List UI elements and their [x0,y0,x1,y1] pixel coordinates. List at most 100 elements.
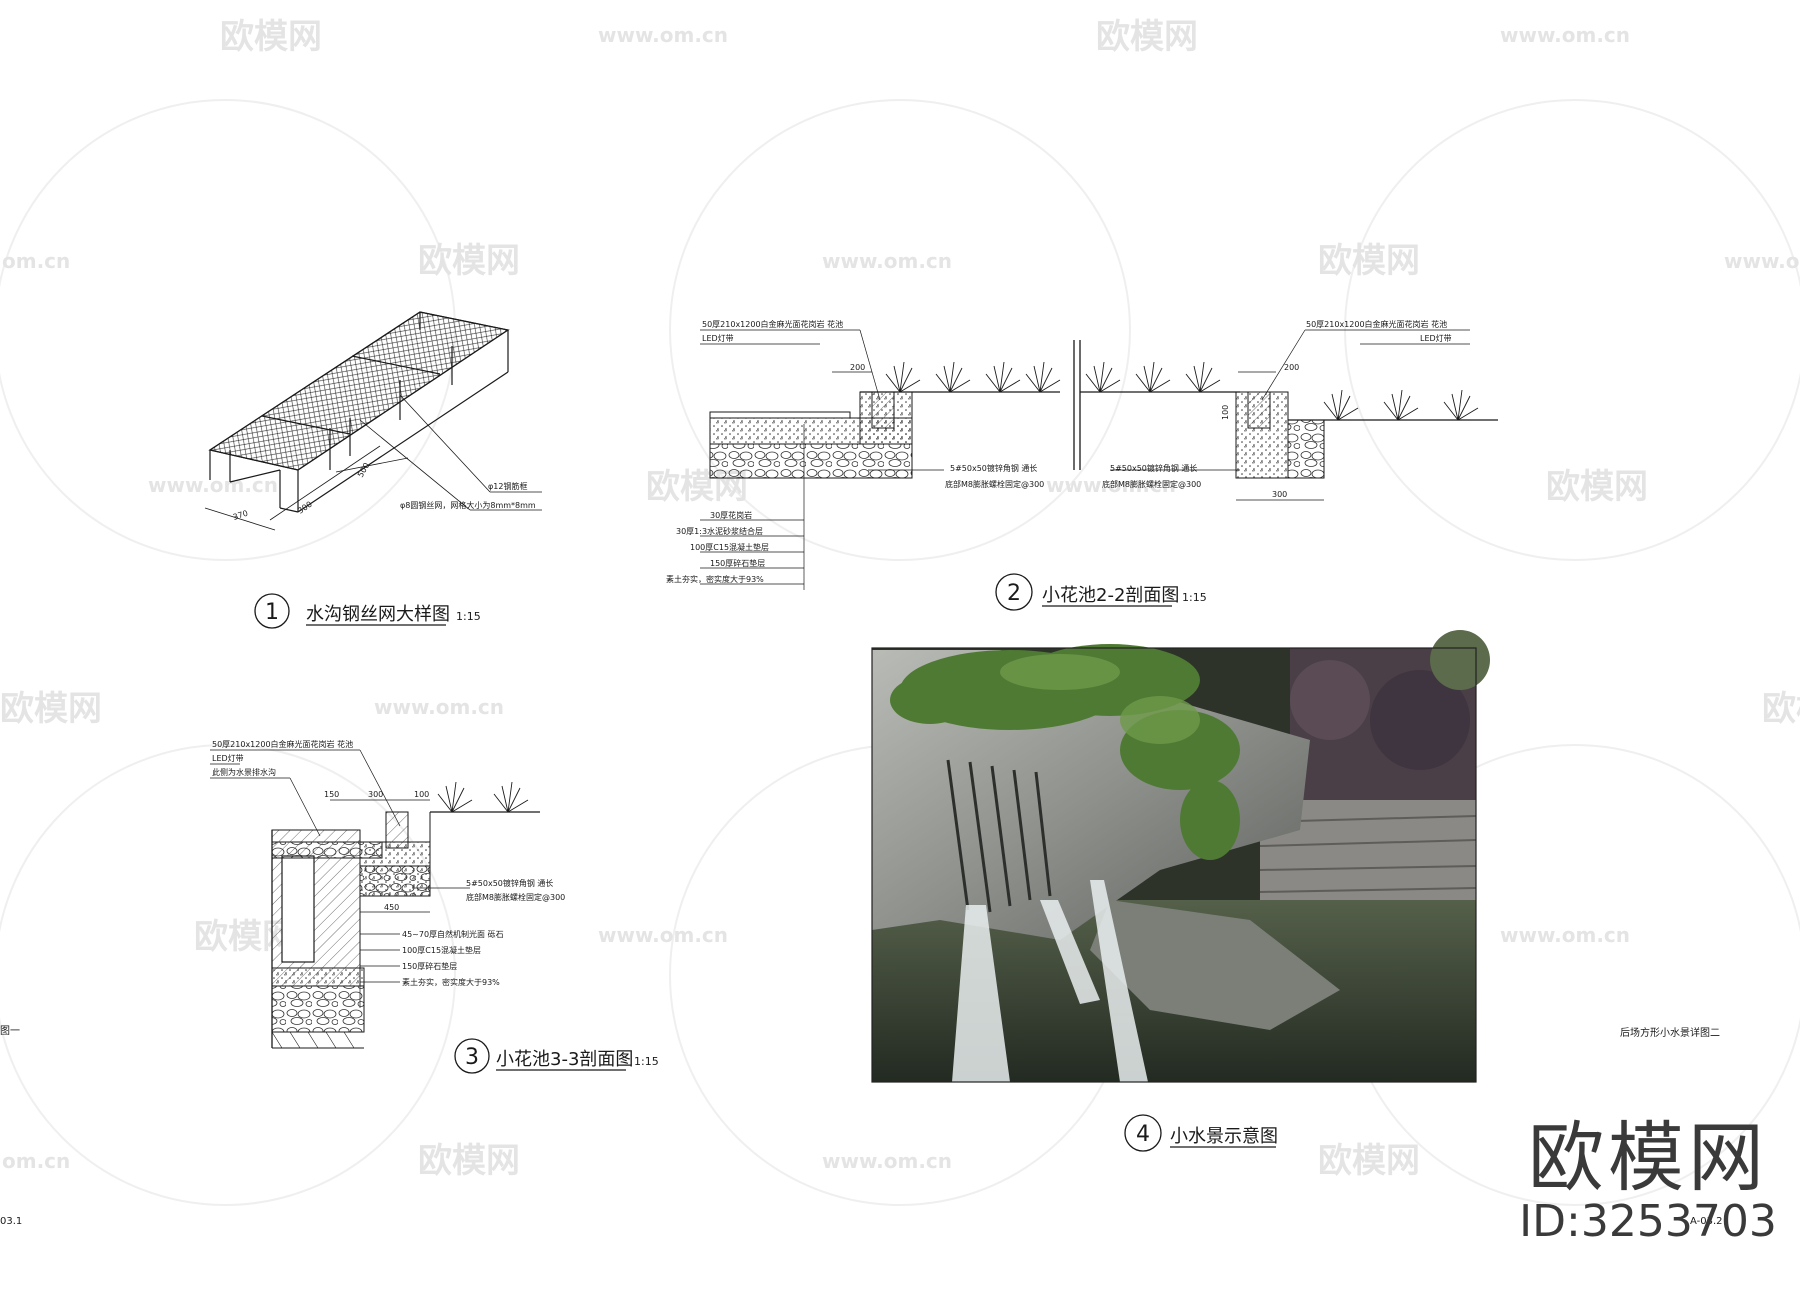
figure-number-circle [1124,1114,1162,1152]
base-gravel [271,985,365,1033]
figure-scale: 1:15 [1182,591,1207,604]
watermark-logo: 欧模网 [1546,467,1648,507]
watermark-url: www.om.cn [374,695,504,719]
layer-5: 素土夯实，密实度大于93% [666,574,764,584]
figure-number: 1 [265,600,279,625]
leader-lines [359,394,542,511]
label-angle-steel-right: 5#50x50镀锌角钢 通长 [1110,463,1197,473]
planter-coping-right [1247,391,1271,429]
dim-100: 100 [414,790,429,799]
figure-title: 小花池2-2剖面图 [1042,585,1179,606]
waterfall-streams [952,880,1148,1082]
watermark-url-partial: om.cn [2,1149,70,1173]
figure-scale: 1:15 [634,1055,659,1068]
figure-2-caption: 2 小花池2-2剖面图 1:15 [995,573,1207,611]
label-anchor-left: 底部M8膨胀螺栓固定@300 [945,479,1044,489]
steel-mesh-surface [208,311,510,471]
dim-top-right: 200 [1284,363,1299,372]
figure-3-caption: 3 小花池3-3剖面图 1:15 [454,1038,659,1074]
planter-coping [385,811,409,849]
label-led-right: LED灯带 [1420,333,1452,343]
figure-number: 4 [1136,1122,1150,1147]
figure-4-caption: 4 小水景示意图 [1124,1114,1278,1152]
label-drain-side: 此侧为水景排水沟 [212,767,276,777]
label-rebar: φ12钢筋框 [488,481,527,491]
leader-lines [700,329,1470,590]
figure-number-circle [254,593,290,629]
brand-id: ID:3253703 [1519,1196,1777,1247]
watermark-url: www.om.cn [822,249,952,273]
layer-1: 30厚花岗岩 [710,510,752,520]
watermark-url: www.om.cn [1724,249,1800,273]
watermark-logo-partial: 欧模网 [0,689,102,729]
figure-4-water-feature-photo [871,630,1490,1083]
layer-3: 150厚碎石垫层 [402,961,457,971]
watermark-url: www.om.cn [598,923,728,947]
label-led: LED灯带 [212,753,244,763]
sheet-code-left-partial: 03.1 [0,1216,22,1227]
watermark-logo: 欧模网 [418,1141,520,1181]
sheet-title-left-partial: 图一 [0,1025,20,1037]
dim-side: 100 [1221,405,1230,420]
figure-number-circle [454,1038,490,1074]
gravel-layer [709,443,913,479]
label-angle-steel-left: 5#50x50镀锌角钢 通长 [950,463,1037,473]
dim-bottom: 300 [1272,490,1287,499]
granite-paving [709,411,851,419]
watermark-url: www.om.cn [822,1149,952,1173]
dim-300: 300 [368,790,383,799]
label-angle-steel: 5#50x50镀锌角钢 通长 [466,878,553,888]
label-granite-coping: 50厚210x1200白金麻光面花岗岩 花池 [212,739,353,749]
photo-frame [871,647,1477,1083]
figure-3-planter-section [210,749,540,1049]
watermark-url-partial: om.cn [2,249,70,273]
watermark-url: www.om.cn [598,23,728,47]
planting-shrubs [437,781,529,813]
watermark-logo: 欧模网 [418,241,520,281]
layer-2: 100厚C15混凝土垫层 [402,945,481,955]
planter-coping [871,391,895,429]
watermark-url: www.om.cn [1500,923,1630,947]
watermark-logo-partial: 欧模网 [1762,689,1800,729]
figure-1-drain-mesh-detail [204,311,542,531]
sheet-code-right: A-03.2 [1690,1216,1723,1227]
layer-3: 100厚C15混凝土垫层 [690,542,769,552]
figure-title: 水沟钢丝网大样图 [306,604,450,625]
gravel-layer-right [1287,419,1325,479]
dim-300: 300 [296,500,314,516]
leader-lines [210,749,470,1008]
watermark-logo: 欧模网 [220,17,322,57]
watermark-logo: 欧模网 [1318,1141,1420,1181]
dim-top-left: 200 [850,363,865,372]
figure-number: 3 [465,1045,479,1070]
brand-logo: 欧模网 [1528,1113,1768,1202]
figure-scale: 1:15 [456,610,481,623]
figure-1-caption: 1 水沟钢丝网大样图 1:15 [254,593,481,629]
watermark-logo: 欧模网 [1318,241,1420,281]
figure-title: 小花池3-3剖面图 [496,1049,633,1070]
label-anchor-right: 底部M8膨胀螺栓固定@300 [1102,479,1201,489]
figure-number: 2 [1007,581,1021,606]
concrete-bed [271,967,365,987]
label-mesh: φ8圆钢丝网，网格大小为8mm*8mm [400,500,536,510]
label-led-left: LED灯带 [702,333,734,343]
dim-150: 150 [324,790,339,799]
watermark-logo: 欧模网 [1096,17,1198,57]
layer-1: 45~70厚自然机制光面 砾石 [402,929,504,939]
figure-title: 小水景示意图 [1170,1126,1278,1147]
watermark-url: www.om.cn [148,473,278,497]
dim-370: 370 [232,509,249,522]
watermark-url: www.om.cn [1046,473,1176,497]
watermark-url: www.om.cn [1500,23,1630,47]
label-anchor: 底部M8膨胀螺栓固定@300 [466,892,565,902]
lower-rock [1090,900,1340,1030]
drain-frame [209,312,509,513]
label-granite-coping-right: 50厚210x1200白金麻光面花岗岩 花池 [1306,319,1447,329]
figure-number-circle [995,573,1033,611]
figure-2-planter-section [700,329,1498,590]
layer-4: 素土夯实，密实度大于93% [402,977,500,987]
drain-channel [281,855,315,963]
layer-4: 150厚碎石垫层 [710,558,765,568]
